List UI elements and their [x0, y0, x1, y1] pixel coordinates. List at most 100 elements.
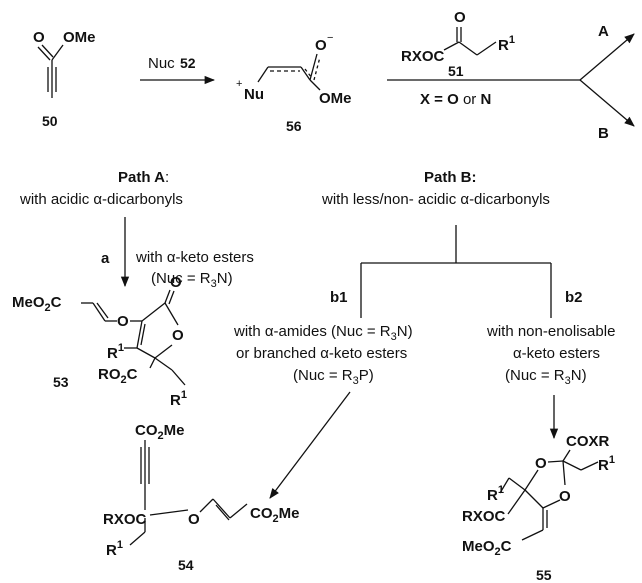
compound-51-structure: O RXOC R1 51 [401, 9, 515, 79]
bond-ring-ch2-55 [508, 477, 526, 491]
coxr-label-55: COXR [566, 433, 610, 450]
path-b-tree: b1 b2 with α-amides (Nuc = R3N) or branc… [233, 225, 615, 499]
nu-label: Nu [244, 86, 264, 103]
b1-label: b1 [330, 289, 348, 306]
bond-c-c2-dashed [304, 68, 313, 79]
path-a-step: a with α-keto esters (Nuc = R3N) [101, 217, 254, 290]
bond-vinyl-co2me [229, 503, 248, 519]
bond-c-o-54 [149, 509, 189, 516]
nuc-label: Nuc [148, 55, 175, 72]
bond-ch2-r1-55b [499, 477, 510, 494]
compound-51-label: 51 [448, 63, 464, 79]
step-a-label: a [101, 250, 110, 267]
b2-line1: with non-enolisable [486, 323, 615, 340]
bond-c2-ch2 [562, 460, 582, 471]
b2-line3: (Nuc = R3N) [505, 367, 587, 387]
b1-line1: with α-amides (Nuc = R3N) [233, 323, 413, 343]
ring-bond-4 [136, 347, 156, 359]
arrow-nuc-addition: Nuc 52 [140, 55, 216, 85]
rxoc-label-54: RXOC [103, 511, 147, 528]
compound-54-label: 54 [178, 557, 194, 573]
o-label-51: O [454, 9, 466, 26]
o-ether-53: O [117, 313, 129, 330]
bond-c-ome [51, 44, 64, 61]
bond-c-ominus-dashed [313, 56, 321, 81]
ring-bond-5 [136, 320, 143, 349]
arrow-b1 [269, 391, 351, 499]
bond-vinyl-2 [96, 302, 109, 319]
b2-line2: α-keto esters [513, 345, 600, 362]
o-ring-55a: O [535, 455, 547, 472]
r1-label-54: R1 [106, 539, 123, 559]
ring-bond-3 [154, 344, 173, 359]
compound-53-structure: MeO2C O O O R1 RO2C R1 53 [12, 274, 187, 409]
x-condition: X = O or N [420, 91, 491, 108]
compound-53-label: 53 [53, 374, 69, 390]
rxoc-label-51: RXOC [401, 48, 445, 65]
ring-bond-5b [140, 323, 146, 346]
ring55-bond-5 [542, 499, 561, 509]
bond-ring-rxoc [507, 489, 526, 515]
b2-label: b2 [565, 289, 583, 306]
plus-charge: + [236, 78, 242, 90]
co2me-label-54a: CO2Me [135, 422, 184, 442]
b1-line2: or branched α-keto esters [236, 345, 407, 362]
bond-nu-c [257, 66, 269, 83]
co2me-label-54b: CO2Me [250, 505, 299, 525]
compound-50-structure: O OMe 50 [33, 29, 96, 129]
branch-a-label: A [598, 23, 609, 40]
r1-label-53a: R1 [107, 342, 124, 362]
bond-c-ominus [309, 53, 318, 81]
meo2c-label-55: MeO2C [462, 538, 512, 558]
compound-50-label: 50 [42, 113, 58, 129]
ome-label-50: OMe [63, 29, 96, 46]
o-ring-55b: O [559, 488, 571, 505]
bond-co-1 [37, 46, 51, 61]
bond-c-c2 [300, 66, 311, 81]
bond-ch2-r1-53 [171, 369, 186, 386]
carbonyl-o-label: O [33, 29, 45, 46]
bond-vinyl-54b [215, 504, 230, 521]
bond-ch2-r1 [476, 41, 497, 56]
bond-ch2-r1-55 [580, 461, 599, 471]
bond-vinyl-54 [212, 498, 231, 519]
ring55-bond-4 [562, 460, 566, 486]
bond-co-2 [41, 44, 54, 58]
r1-label-51: R1 [498, 34, 515, 54]
o-minus-label: O [315, 37, 327, 54]
ome-label-56: OMe [319, 90, 352, 107]
branch-arrows: A B X = O or N [387, 23, 635, 142]
bond-c2-coxr [562, 449, 571, 462]
bond-c-ch2 [458, 41, 478, 56]
ro2c-label-53: RO2C [98, 366, 138, 386]
arrow-branch-a [579, 33, 635, 81]
o-ring-53: O [172, 327, 184, 344]
ring-bond-1 [141, 302, 166, 322]
path-b-header: Path B: with less/non- acidic α-dicarbon… [321, 169, 550, 208]
minus-charge: − [327, 32, 333, 44]
step-a-text: with α-keto esters [135, 249, 254, 266]
ring55-bond-3 [524, 489, 544, 509]
o-carbonyl-53: O [170, 274, 182, 291]
arrow-branch-b [579, 79, 635, 127]
step-a-nuc: (Nuc = R3N) [151, 270, 233, 290]
path-a-title: Path A: [118, 169, 169, 186]
path-a-header: Path A: with acidic α-dicarbonyls [19, 169, 183, 208]
compound-54-structure: CO2Me RXOC R1 O CO2Me 54 [103, 422, 299, 573]
ring55-bond-1 [547, 460, 564, 463]
bond-rxoc-c [443, 41, 460, 51]
r1-label-55b: R1 [487, 484, 504, 504]
compound-56-label: 56 [286, 118, 302, 134]
compound-55-label: 55 [536, 567, 552, 583]
bond-ring-ro2c [149, 357, 156, 369]
path-a-subtitle: with acidic α-dicarbonyls [19, 191, 183, 208]
path-b-title: Path B: [424, 169, 477, 186]
bond-o-vinyl-54 [199, 498, 214, 513]
r1-label-55a: R1 [598, 454, 615, 474]
meo2c-label-53: MeO2C [12, 294, 62, 314]
bond-ch2-r1-54 [129, 531, 146, 546]
nuc-number: 52 [180, 55, 196, 71]
bond-co-53 [164, 289, 171, 304]
rxoc-label-55: RXOC [462, 508, 506, 525]
